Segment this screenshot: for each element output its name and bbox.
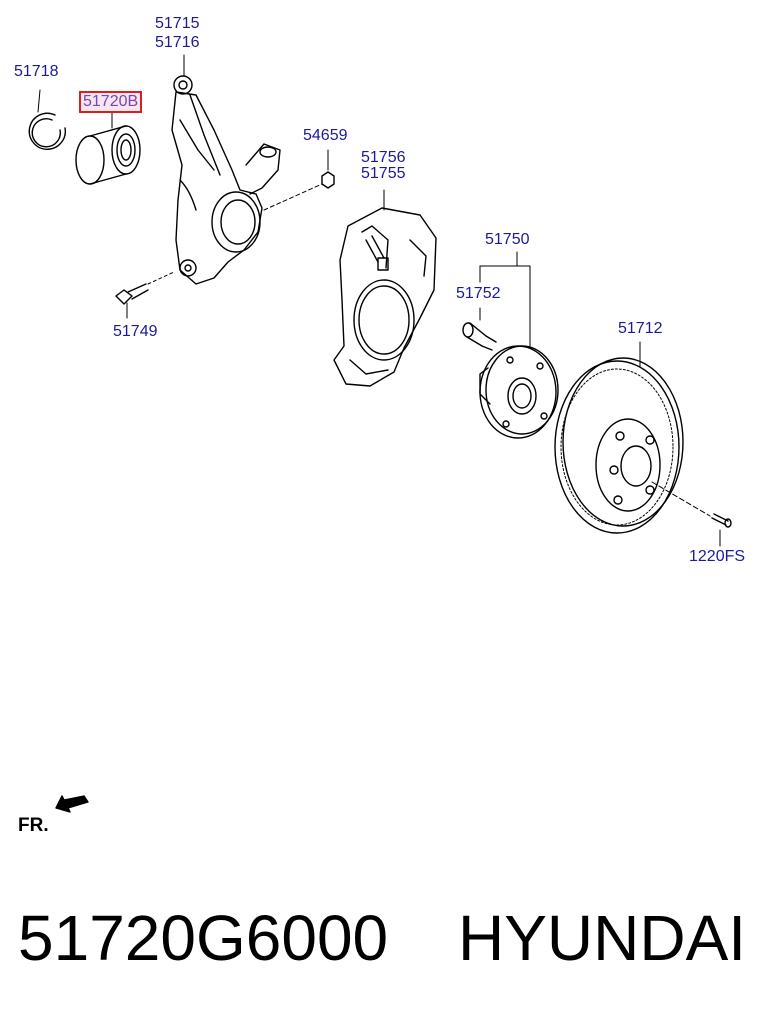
label-51752: 51752 [456, 285, 501, 302]
dust-cover-part [333, 189, 437, 387]
label-51715: 51715 [155, 15, 200, 32]
label-51720B-highlighted[interactable]: 51720B [79, 91, 143, 113]
label-51718: 51718 [14, 63, 59, 80]
label-51756: 51756 [361, 149, 406, 166]
label-51750: 51750 [485, 231, 530, 248]
disc-screw-part [711, 513, 732, 547]
front-marker-label: FR. [18, 815, 49, 836]
steering-knuckle-part [171, 54, 281, 285]
footer-brand: HYUNDAI [458, 902, 747, 974]
snap-ring-part [28, 89, 66, 150]
label-54659: 54659 [303, 127, 348, 144]
label-1220FS: 1220FS [689, 548, 746, 565]
brake-disc-part [554, 341, 711, 534]
label-51749: 51749 [113, 323, 158, 340]
wheel-bearing-part [75, 111, 141, 185]
hub-callout-bracket [479, 251, 531, 347]
label-51712: 51712 [618, 320, 663, 337]
front-direction-arrow-icon [55, 795, 89, 813]
footer-part-number: 51720G6000 [18, 902, 389, 974]
label-51755: 51755 [361, 165, 406, 182]
hub-bolt-part [462, 307, 497, 351]
front-wheel-hub-part [479, 345, 559, 439]
knuckle-bolt-part [115, 271, 175, 319]
nut-part [263, 149, 335, 211]
label-51716: 51716 [155, 34, 200, 51]
